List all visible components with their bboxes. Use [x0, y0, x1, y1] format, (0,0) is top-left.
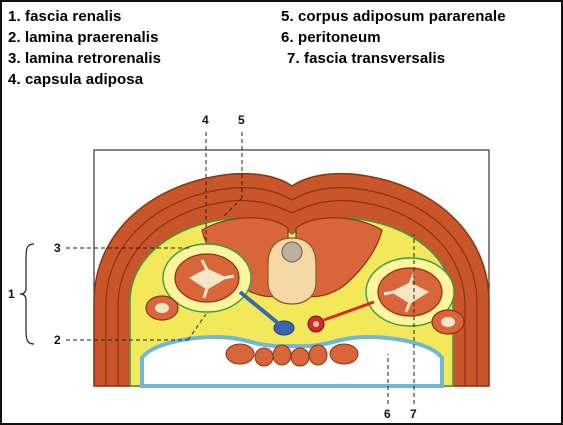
spinal-canal: [282, 242, 302, 262]
callout-5: 5: [238, 113, 245, 127]
aorta-lumen: [313, 321, 319, 327]
callout-3: 3: [54, 241, 61, 255]
callout-6: 6: [384, 407, 391, 421]
callout-1: 1: [8, 287, 15, 301]
callout-7: 7: [410, 407, 417, 421]
colon-right-lumen: [441, 317, 455, 327]
callout-2: 2: [54, 333, 61, 347]
callout-4: 4: [202, 113, 209, 127]
colon-left-lumen: [155, 303, 169, 313]
brace-fascia-renalis: [20, 244, 34, 344]
